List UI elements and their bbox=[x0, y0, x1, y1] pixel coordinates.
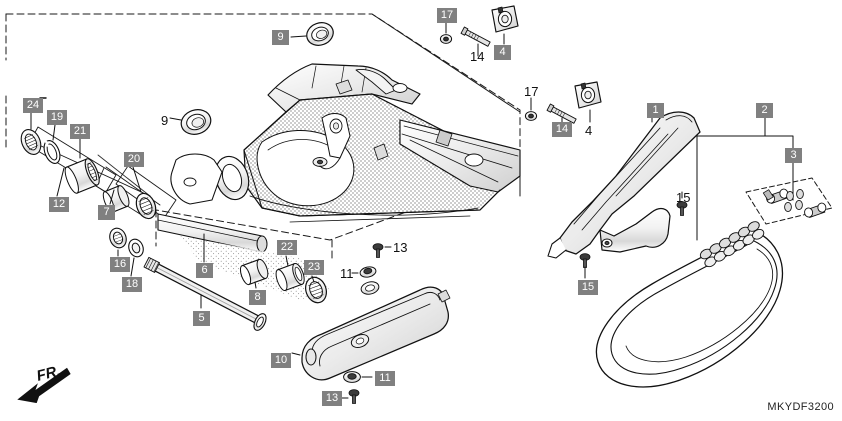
callout-4-a[interactable]: 4 bbox=[494, 45, 511, 60]
callout-7[interactable]: 7 bbox=[98, 205, 115, 220]
callout-22[interactable]: 22 bbox=[277, 240, 297, 255]
callout-14-b[interactable]: 14 bbox=[552, 122, 572, 137]
callout-5[interactable]: 5 bbox=[193, 311, 210, 326]
callout-24[interactable]: 24 bbox=[23, 98, 43, 113]
callout-18[interactable]: 18 bbox=[122, 277, 142, 292]
callout-19[interactable]: 19 bbox=[47, 110, 67, 125]
callout-11-b[interactable]: 11 bbox=[375, 371, 395, 386]
diagram-part-number: MKYDF3200 bbox=[767, 401, 834, 413]
callout-13-b[interactable]: 13 bbox=[322, 391, 342, 406]
callout-17-a[interactable]: 17 bbox=[437, 8, 457, 23]
callout-20[interactable]: 20 bbox=[124, 152, 144, 167]
callout-23[interactable]: 23 bbox=[304, 260, 324, 275]
callout-9[interactable]: 9 bbox=[272, 30, 289, 45]
callout-21[interactable]: 21 bbox=[70, 124, 90, 139]
label-14-plain: 14 bbox=[470, 49, 485, 64]
label-4-plain: 4 bbox=[585, 123, 593, 138]
label-11-plain: 11 bbox=[340, 266, 354, 281]
callout-12[interactable]: 12 bbox=[49, 197, 69, 212]
callout-10[interactable]: 10 bbox=[271, 353, 291, 368]
callout-6[interactable]: 6 bbox=[196, 263, 213, 278]
callout-3[interactable]: 3 bbox=[785, 148, 802, 163]
callout-1[interactable]: 1 bbox=[647, 103, 664, 118]
callout-15-b[interactable]: 15 bbox=[578, 280, 598, 295]
callout-2[interactable]: 2 bbox=[756, 103, 773, 118]
label-9-plain: 9 bbox=[161, 113, 169, 128]
label-15-plain: 15 bbox=[676, 190, 691, 205]
callout-16[interactable]: 16 bbox=[110, 257, 130, 272]
front-direction-marker: FR. bbox=[17, 363, 71, 403]
label-17-plain: 17 bbox=[524, 84, 539, 99]
callout-8[interactable]: 8 bbox=[249, 290, 266, 305]
front-direction-label: FR. bbox=[35, 363, 63, 385]
label-13-plain: 13 bbox=[393, 240, 408, 255]
